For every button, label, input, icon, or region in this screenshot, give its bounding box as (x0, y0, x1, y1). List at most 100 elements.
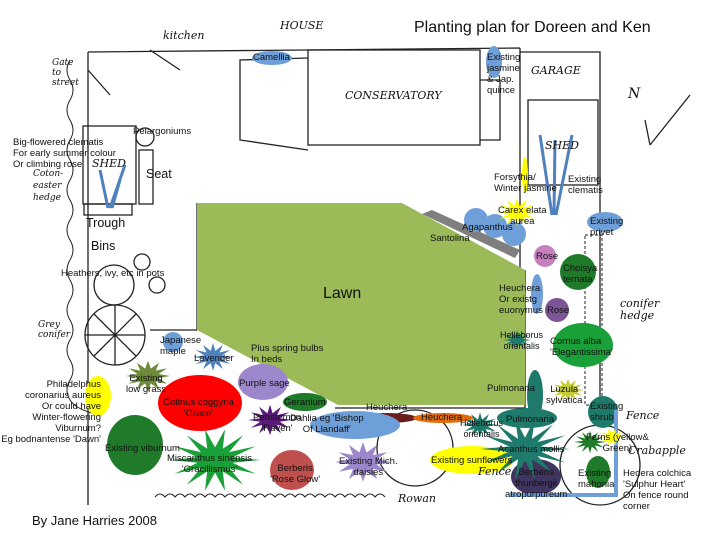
plant-label: Dahlia eg 'Bishop Of Llandaff' (290, 413, 364, 435)
plant-label: Existing clematis (568, 174, 603, 196)
plant-label: Miscanthus sinensis 'Gracillismus' (167, 453, 253, 475)
rowan-label: Rowan (398, 492, 436, 505)
agapanthus-shape (502, 222, 526, 246)
plant-label: Existing viburnum (105, 443, 180, 454)
plant-label: Berberis 'Rose Glow' (270, 463, 321, 485)
star-plants (126, 198, 624, 491)
seat (138, 149, 154, 205)
plant-label: Rose (536, 251, 559, 262)
cotoneaster-label: Coton- easter hedge (33, 169, 64, 203)
plant-label: Philadelphus coronarius aureus Or could … (1, 379, 101, 445)
forsythia-shape (522, 157, 528, 193)
plant-label: Existing mahonia (578, 468, 615, 490)
plant-label: Existing sunflowers (431, 455, 513, 466)
camellia-shape (252, 51, 292, 65)
north-label: N (628, 86, 641, 102)
plant-label: Agapanthus (462, 222, 513, 233)
pulmonaria-shape (497, 408, 557, 428)
plant-label: Japanese maple (160, 335, 202, 357)
pot (135, 127, 155, 147)
plant-label: Heuchera Or existg euonymus (499, 283, 543, 316)
hedge-left (66, 59, 101, 416)
philadelphus-shape (85, 376, 111, 416)
plants (85, 46, 623, 497)
plant-label: Forsythia/ Winter jasmine (494, 172, 557, 194)
plant-label: Rose (547, 305, 570, 316)
fence-right-label: Fence (626, 409, 660, 422)
carex-star (497, 198, 537, 226)
ferns-star (574, 430, 606, 454)
crabapple-label: Crabapple (628, 444, 686, 457)
garage-label: GARAGE (531, 64, 581, 77)
hedge-bottom (154, 493, 386, 498)
heuchera-orange-shape (413, 413, 473, 423)
berberis-rose-glow-shape (270, 450, 314, 490)
plant-label: Luzula sylvatica (546, 384, 583, 406)
rose-shape (545, 298, 569, 322)
plant-label: Existing jasmine & Jap. quince (487, 52, 521, 96)
geranium-shape (283, 393, 327, 411)
gate-label: Gate to street (52, 58, 79, 88)
plant-label: Pulmonaria (506, 414, 555, 425)
penstemon-star (248, 404, 292, 436)
credit: By Jane Harries 2008 (32, 513, 158, 528)
plant-label: Bins (91, 239, 116, 253)
conservatory-label: CONSERVATORY (345, 89, 442, 102)
plant-label: Cotinus coggyria 'Grace' (163, 397, 234, 419)
garage-outline (520, 51, 601, 410)
shed-left-label: SHED (92, 157, 126, 170)
acanthus-star (480, 418, 570, 480)
clematis-left (98, 164, 127, 209)
plant-label: Existing Mich. daisies (339, 456, 398, 478)
rose-shape (534, 245, 556, 267)
plant-label: Geranium (284, 397, 326, 408)
conservatory-wall (239, 57, 501, 151)
house-label: HOUSE (280, 19, 324, 32)
agapanthus-shape (464, 208, 488, 232)
japanese-maple-shape (163, 332, 183, 352)
pot (148, 276, 166, 294)
plant-label: Existing low grass (126, 373, 167, 395)
plant-label: Lavender (194, 353, 234, 364)
plant-label: Helleborus orientalis (500, 330, 544, 351)
mich-daisies-star (335, 442, 391, 482)
lawn (197, 203, 525, 405)
north-arrow (644, 94, 691, 146)
hellebore-star (503, 330, 531, 350)
plant-label: Pelargoniums (133, 126, 192, 137)
plant-label: Santolina (430, 233, 470, 244)
plant-label: Cornus alba 'Elegantissima' (550, 336, 613, 358)
conservatory-outline (307, 49, 481, 146)
ferns-yellow-star (600, 429, 624, 445)
hellebore-star (462, 412, 498, 438)
fence-bottom-label: Fence (478, 465, 512, 478)
plant-label: Existing privet (590, 216, 624, 238)
plant-label: Penstemon 'Raven' (253, 412, 302, 434)
plant-label: Carex elata aurea (498, 205, 547, 227)
agapanthus-shape (483, 214, 507, 238)
grey-conifer-label: Grey conifer (38, 320, 71, 340)
conifer-spokes (85, 305, 145, 365)
pulmonaria-shape (527, 370, 543, 420)
conifer-hedge-label: conifer hedge (620, 297, 660, 322)
shed-right-label: SHED (545, 139, 579, 152)
dahlia-shape (310, 411, 400, 439)
lavender-star (193, 343, 233, 371)
existing-shrub-shape (588, 396, 618, 428)
existing-viburnum-shape (107, 415, 163, 475)
plant-label: Ferns (yellow& Green) (586, 432, 649, 454)
choisya-shape (560, 254, 596, 290)
gate (87, 49, 181, 96)
miscanthus-star (170, 429, 260, 491)
shed-arrows (98, 134, 574, 216)
plant-label: Acanthus mollis (498, 444, 565, 455)
plant-label: Heuchera (366, 402, 408, 413)
plant-label: Purple sage (239, 378, 290, 389)
plant-label: Heathers, ivy, etc in pots (61, 268, 165, 279)
low-grass-star (126, 360, 170, 392)
pot (133, 253, 151, 271)
plan-title: Planting plan for Doreen and Ken (414, 19, 651, 36)
plant-label: Big-flowered clematis For early summer c… (13, 137, 116, 170)
cornus-shape (553, 323, 613, 367)
